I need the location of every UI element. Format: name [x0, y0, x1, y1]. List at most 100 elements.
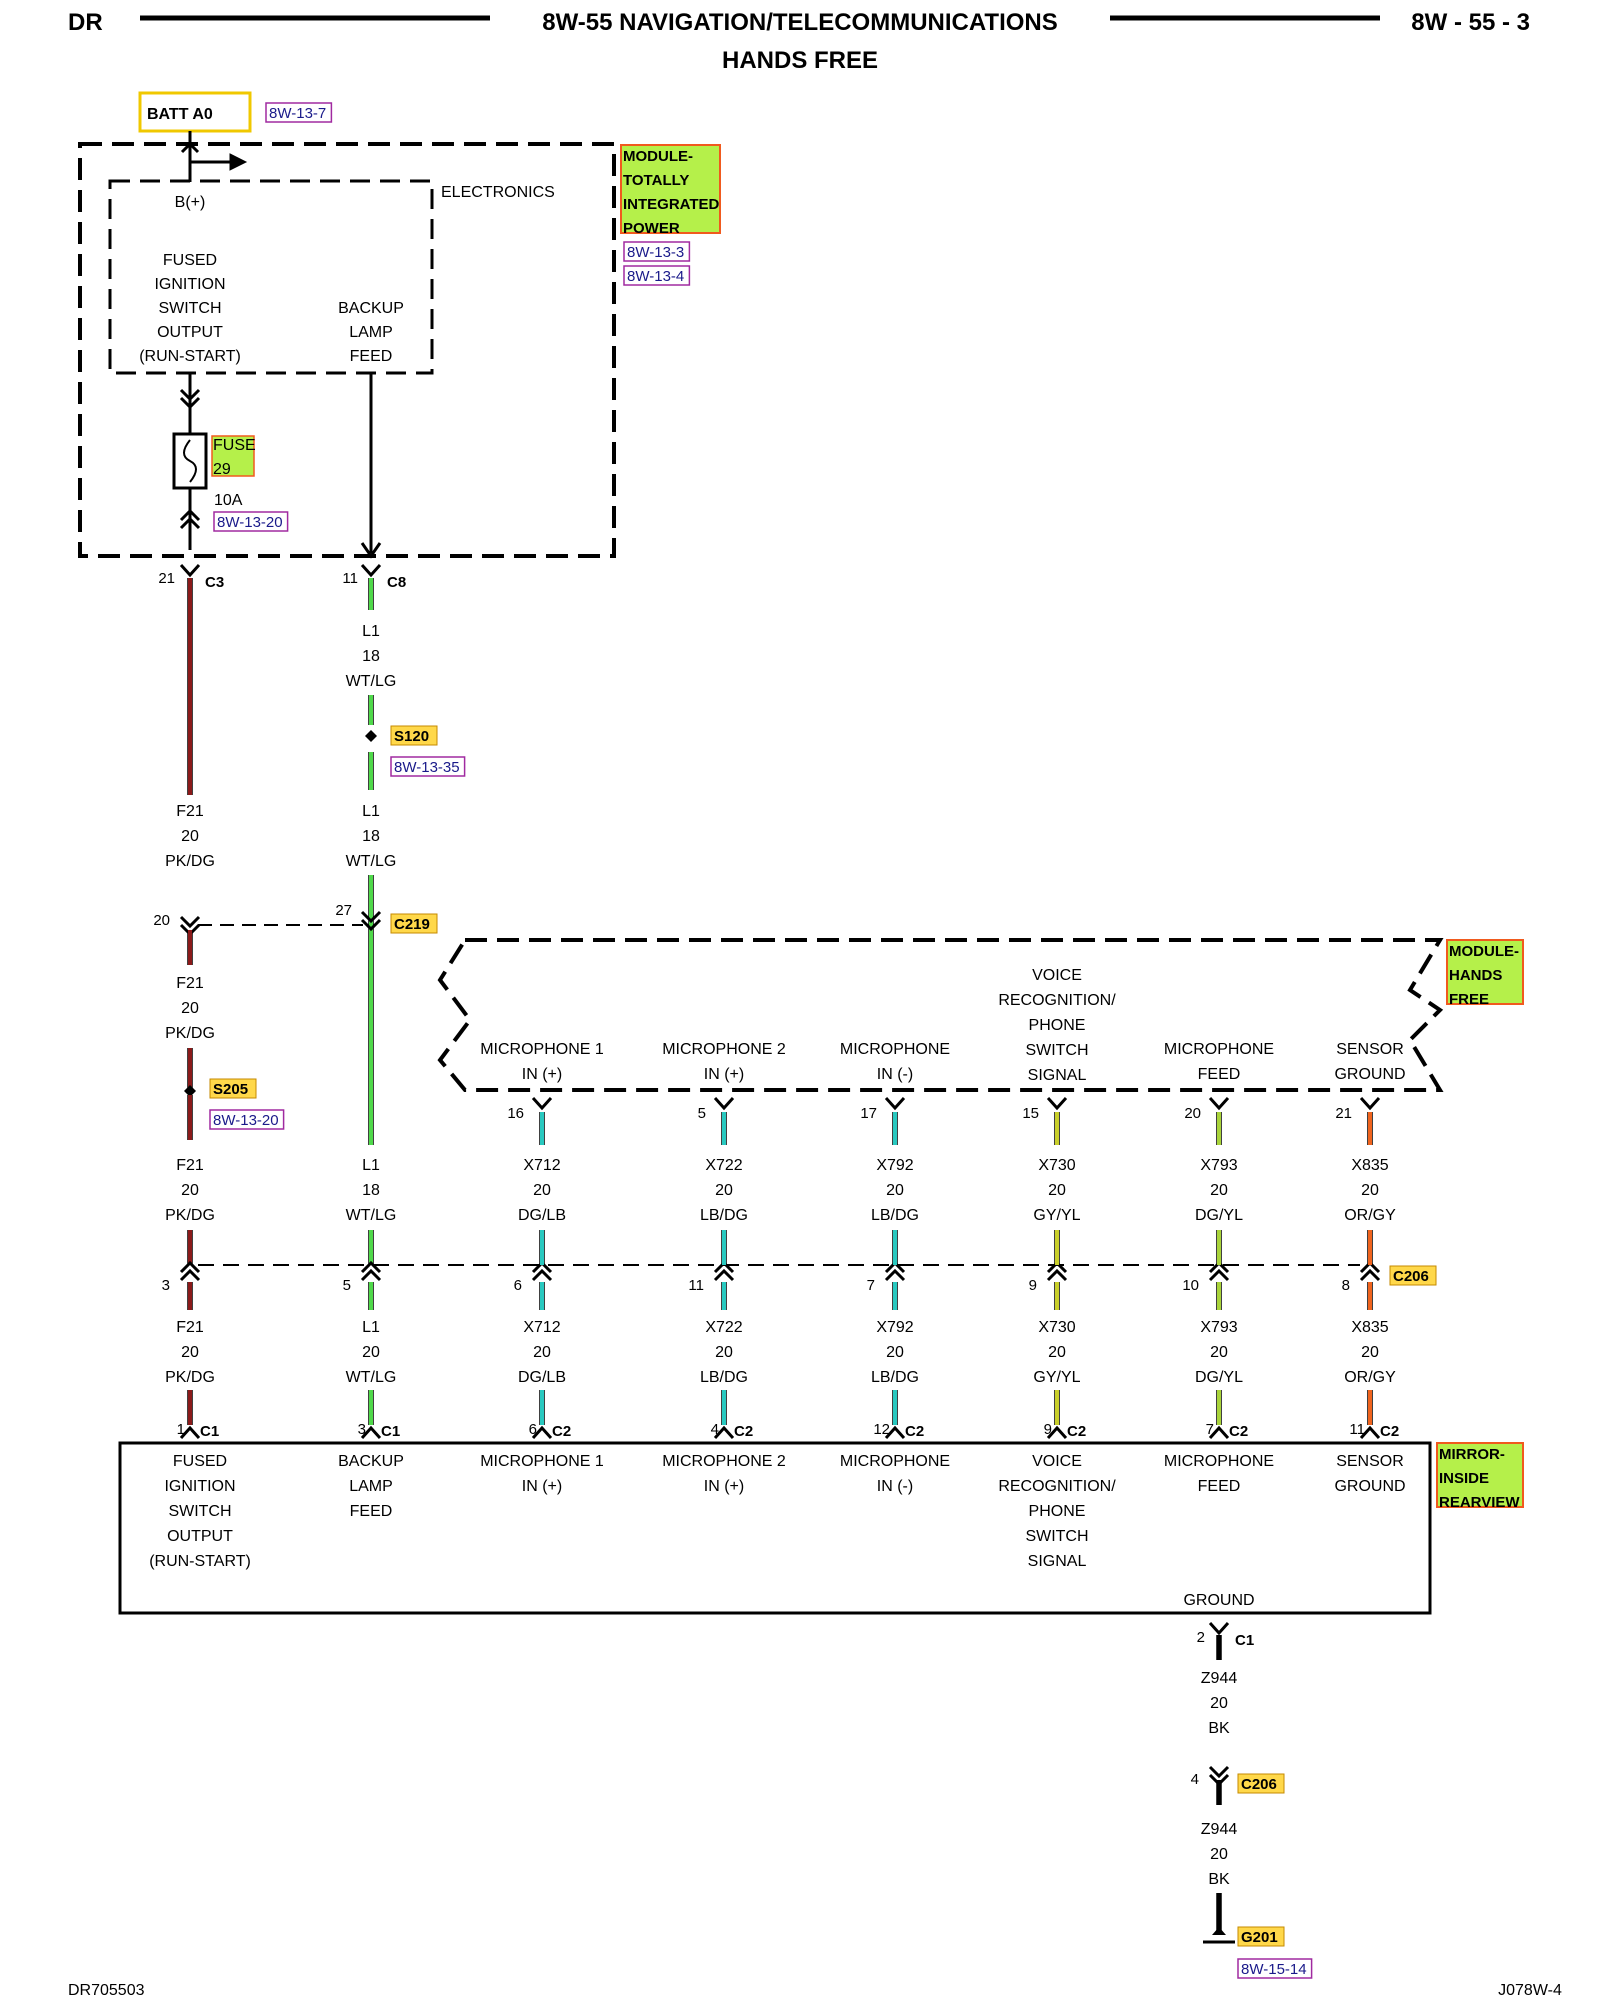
mirror-circuit-3-line-0: MICROPHONE 2	[662, 1453, 786, 1470]
wire-x712-label-a-line-1: 20	[533, 1182, 551, 1199]
wire-lower-7-label-line-2: OR/GY	[1344, 1369, 1396, 1386]
c206-pin-4: 7	[867, 1277, 875, 1294]
wire-lower-2-label-line-0: X712	[523, 1319, 560, 1336]
mirror-pin-0: 1	[177, 1421, 185, 1438]
wire-x835-label-a-line-0: X835	[1351, 1157, 1388, 1174]
hands-free-circuit-5-line-0: SENSOR	[1336, 1041, 1404, 1058]
wire-lower-2-label-line-2: DG/LB	[518, 1369, 566, 1386]
fused-output-label-line-4: (RUN-START)	[139, 348, 241, 365]
fuse-bottom-connector	[179, 508, 201, 530]
wire-x722-label-a-line-0: X722	[705, 1157, 742, 1174]
wire-f21-label-b-line-0: F21	[176, 975, 204, 992]
mirror-circuit-5-line-1: RECOGNITION/	[998, 1478, 1116, 1495]
mirror-circuit-1-line-2: FEED	[350, 1503, 393, 1520]
electronics-outline	[108, 179, 434, 375]
wire-x712-label-a-line-0: X712	[523, 1157, 560, 1174]
wire-x793-label-a-line-2: DG/YL	[1195, 1207, 1243, 1224]
s120-splice-dot	[365, 730, 377, 742]
header-left: DR	[68, 9, 103, 36]
hands-free-terminal-5	[1359, 1096, 1381, 1111]
bplus-label: B(+)	[175, 194, 206, 211]
fuse-tag-box	[211, 435, 255, 477]
mirror-terminal-4	[884, 1425, 906, 1440]
mirror-circuit-5-line-3: SWITCH	[1025, 1528, 1088, 1545]
wire-x835-label-a-line-2: OR/GY	[1344, 1207, 1396, 1224]
tipm-tag-text-2: INTEGRATED	[623, 196, 720, 213]
mirror-tag-box	[1436, 1442, 1524, 1508]
fuse-tag-number: 29	[213, 461, 231, 478]
header-page: 8W - 55 - 3	[1411, 9, 1530, 36]
wire-lower-3-label-line-1: 20	[715, 1344, 733, 1361]
mirror-circuit-5-line-0: VOICE	[1032, 1453, 1082, 1470]
hands-free-circuit-2-line-0: MICROPHONE	[840, 1041, 950, 1058]
wire-l1-label-b-line-0: L1	[362, 803, 380, 820]
wire-x792-label-a-line-1: 20	[886, 1182, 904, 1199]
hands-free-pin-3: 15	[1022, 1105, 1039, 1122]
wire-l1-label-c-line-0: L1	[362, 1157, 380, 1174]
wire-lower-7-label-line-0: X835	[1351, 1319, 1388, 1336]
wire-lower-6-label-line-2: DG/YL	[1195, 1369, 1243, 1386]
hands-free-circuit-3-line-4: SIGNAL	[1028, 1067, 1087, 1084]
hands-free-tag-text-0: MODULE-	[1449, 943, 1519, 960]
tipm-ref-0-box	[623, 241, 691, 262]
wire-f21-label-a-line-2: PK/DG	[165, 853, 215, 870]
wire-x730-label-a-line-0: X730	[1038, 1157, 1075, 1174]
c206-connector-0	[179, 1260, 201, 1282]
wire-x793-label-a-line-1: 20	[1210, 1182, 1228, 1199]
hands-free-circuit-3-line-0: VOICE	[1032, 967, 1082, 984]
wire-l1-label-c-line-2: WT/LG	[346, 1207, 397, 1224]
wire-l1-label-b-line-1: 18	[362, 828, 380, 845]
fused-output-label-line-3: OUTPUT	[157, 324, 223, 341]
wire-f21-label-a-line-1: 20	[181, 828, 199, 845]
wire-x792-label-a-line-0: X792	[876, 1157, 913, 1174]
footer-right: J078W-4	[1498, 1982, 1562, 1999]
mirror-conn-1: C1	[381, 1423, 400, 1440]
hands-free-terminal-2	[884, 1096, 906, 1111]
backup-feed-label-line-1: LAMP	[349, 324, 393, 341]
hands-free-circuit-5-line-1: GROUND	[1334, 1066, 1405, 1083]
wire-f21-label-c-line-2: PK/DG	[165, 1207, 215, 1224]
mirror-tag-text-2: REARVIEW	[1439, 1494, 1520, 1511]
s120-ref-text: 8W-13-35	[394, 759, 460, 776]
tipm-ref-0-text: 8W-13-3	[627, 244, 684, 261]
ground-c206-tag-box	[1237, 1773, 1285, 1794]
mirror-ground-label: GROUND	[1183, 1592, 1254, 1609]
fuse-ref-text: 8W-13-20	[217, 514, 283, 531]
c206-pin-1: 5	[343, 1277, 351, 1294]
wire-l1-label-a-line-1: 18	[362, 648, 380, 665]
mirror-circuit-2-line-0: MICROPHONE 1	[480, 1453, 604, 1470]
c206-tag-text: C206	[1393, 1268, 1429, 1285]
hands-free-pin-1: 5	[698, 1105, 706, 1122]
mirror-circuit-4-line-1: IN (-)	[877, 1478, 913, 1495]
mirror-pin-2: 6	[529, 1421, 537, 1438]
wire-lower-5-label-line-1: 20	[1048, 1344, 1066, 1361]
wire-z944-label-b-line-1: 20	[1210, 1846, 1228, 1863]
wire-lower-4-label-line-0: X792	[876, 1319, 913, 1336]
tipm-tag-text-3: POWER	[623, 220, 680, 237]
c8-pin: 11	[342, 570, 358, 587]
mirror-tag-text-0: MIRROR-	[1439, 1446, 1505, 1463]
wire-x792-label-a-line-2: LB/DG	[871, 1207, 919, 1224]
wire-lower-5-label-line-0: X730	[1038, 1319, 1075, 1336]
c3-name: C3	[205, 574, 224, 591]
mirror-circuit-0-line-1: IGNITION	[164, 1478, 235, 1495]
c219-tag-text: C219	[394, 916, 430, 933]
batt-ref-text: 8W-13-7	[269, 105, 326, 122]
tipm-tag-text-0: MODULE-	[623, 148, 693, 165]
hands-free-terminal-1	[713, 1096, 735, 1111]
batt-box	[138, 91, 252, 133]
mirror-pin-5: 9	[1044, 1421, 1052, 1438]
mirror-pin-7: 11	[1349, 1421, 1365, 1438]
hands-free-circuit-1-line-0: MICROPHONE 2	[662, 1041, 786, 1058]
hands-free-tag-box	[1446, 939, 1524, 1005]
fuse-rating: 10A	[214, 492, 243, 509]
s120-ref-box	[390, 756, 466, 777]
c206-connector-7	[1359, 1260, 1381, 1282]
tipm-tag-text-1: TOTALLY	[623, 172, 689, 189]
hands-free-circuit-3-line-1: RECOGNITION/	[998, 992, 1116, 1009]
mirror-conn-5: C2	[1067, 1423, 1086, 1440]
c3-pin: 21	[158, 570, 175, 587]
tipm-outline	[78, 142, 616, 558]
ground-symbol-arrow	[1212, 1927, 1226, 1935]
